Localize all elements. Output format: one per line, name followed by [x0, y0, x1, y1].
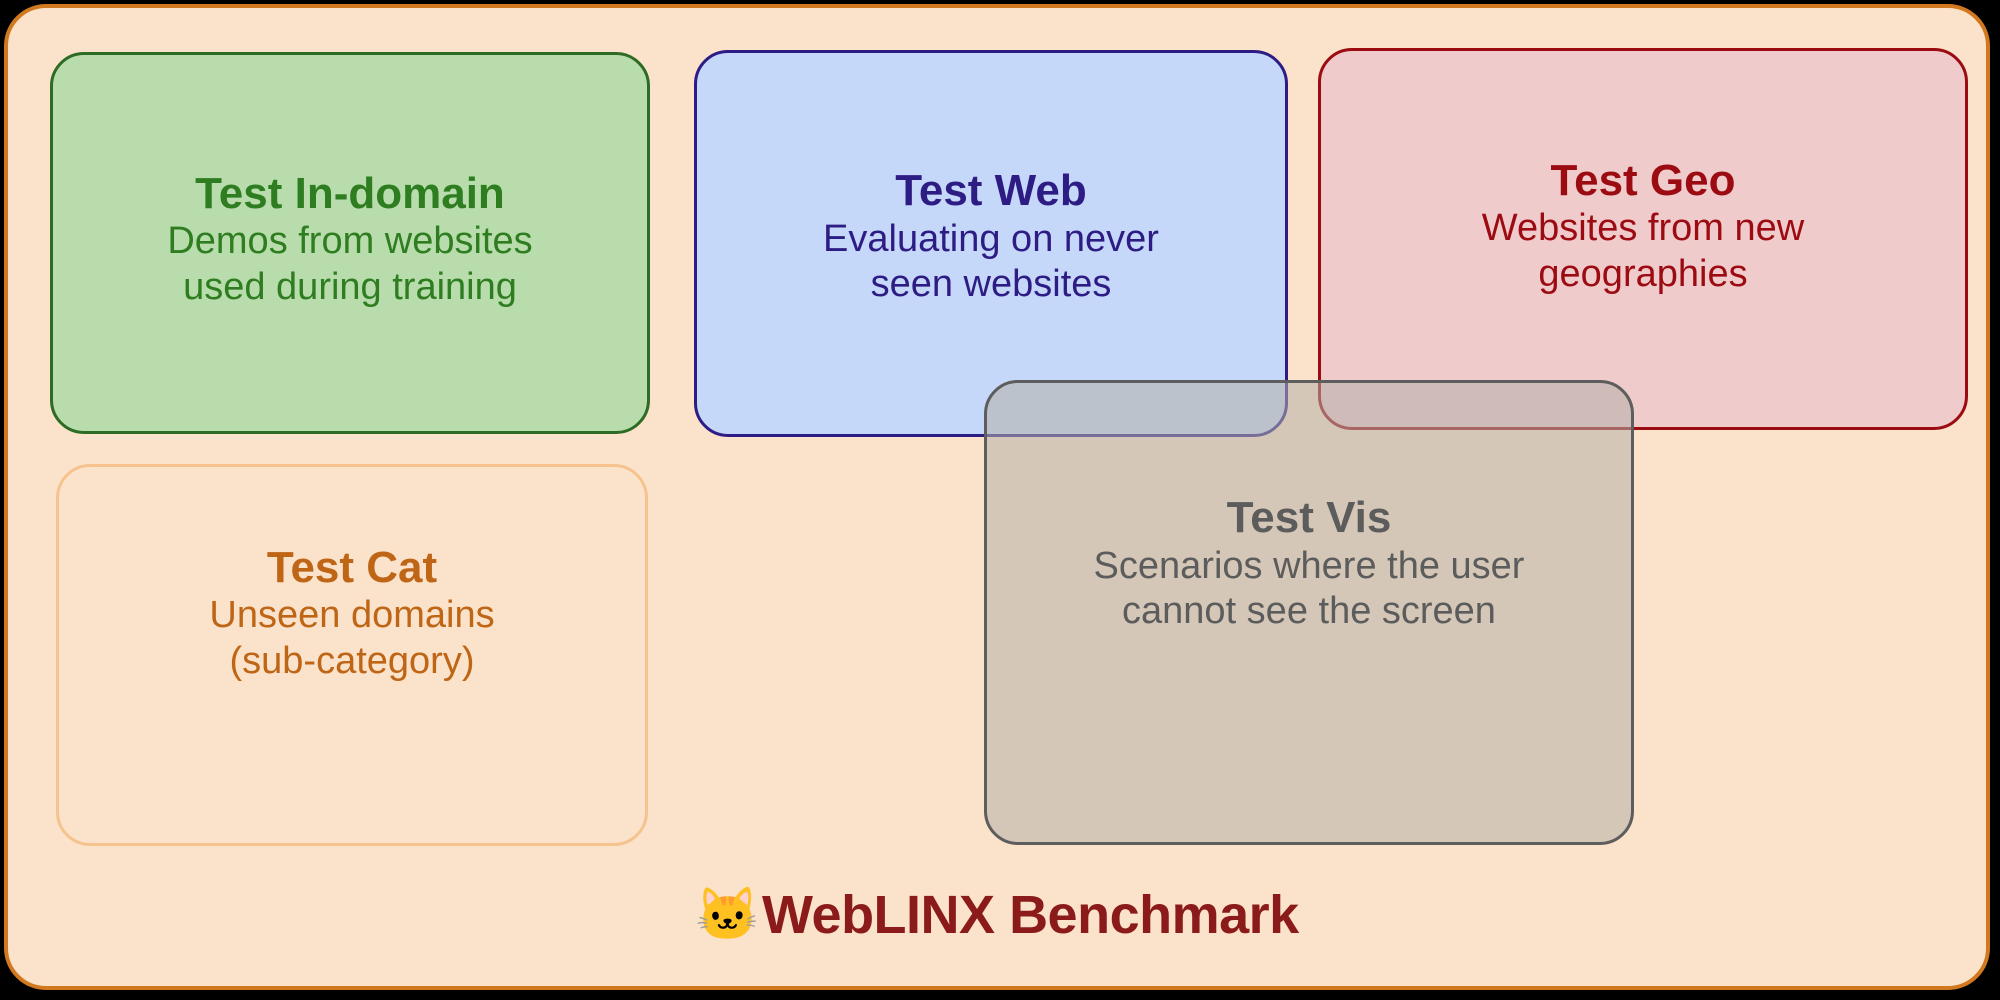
box-test-in-domain-description: Demos from websites used during training: [167, 219, 532, 310]
box-test-geo[interactable]: Test Geo Websites from new geographies: [1318, 48, 1968, 430]
box-test-web-desc-line-1: Evaluating on never: [823, 217, 1159, 260]
cat-face-icon: 🐱: [695, 886, 761, 944]
box-test-vis-title: Test Vis: [1226, 493, 1392, 543]
benchmark-title: WebLINX Benchmark: [762, 885, 1299, 945]
box-test-cat-description: Unseen domains (sub-category): [209, 593, 494, 684]
box-test-in-domain-desc-line-2: used during training: [183, 265, 517, 308]
box-test-geo-title: Test Geo: [1550, 155, 1736, 205]
box-test-vis-desc-line-1: Scenarios where the user: [1093, 544, 1525, 587]
box-test-cat-desc-line-2: (sub-category): [229, 639, 475, 682]
box-test-geo-description: Websites from new geographies: [1482, 206, 1804, 297]
box-test-geo-desc-line-1: Websites from new: [1481, 207, 1805, 250]
box-test-cat-title: Test Cat: [266, 542, 438, 592]
box-test-geo-desc-line-2: geographies: [1538, 252, 1748, 295]
box-test-web[interactable]: Test Web Evaluating on never seen websit…: [694, 50, 1288, 437]
box-test-vis-description: Scenarios where the user cannot see the …: [1094, 544, 1525, 635]
box-test-web-description: Evaluating on never seen websites: [823, 217, 1159, 308]
box-test-vis-desc-line-2: cannot see the screen: [1122, 590, 1496, 633]
box-test-cat[interactable]: Test Cat Unseen domains (sub-category): [56, 464, 648, 846]
box-test-web-desc-line-2: seen websites: [870, 263, 1112, 306]
box-test-web-title: Test Web: [895, 166, 1087, 216]
box-test-in-domain-title: Test In-domain: [195, 168, 505, 218]
box-test-in-domain-desc-line-1: Demos from websites: [167, 220, 533, 263]
box-test-cat-desc-line-1: Unseen domains: [209, 594, 495, 637]
box-test-vis[interactable]: Test Vis Scenarios where the user cannot…: [984, 380, 1634, 845]
benchmark-container: Test In-domain Demos from websites used …: [4, 4, 1990, 990]
box-test-in-domain[interactable]: Test In-domain Demos from websites used …: [50, 52, 650, 434]
benchmark-footer: 🐱 WebLINX Benchmark: [8, 884, 1986, 946]
